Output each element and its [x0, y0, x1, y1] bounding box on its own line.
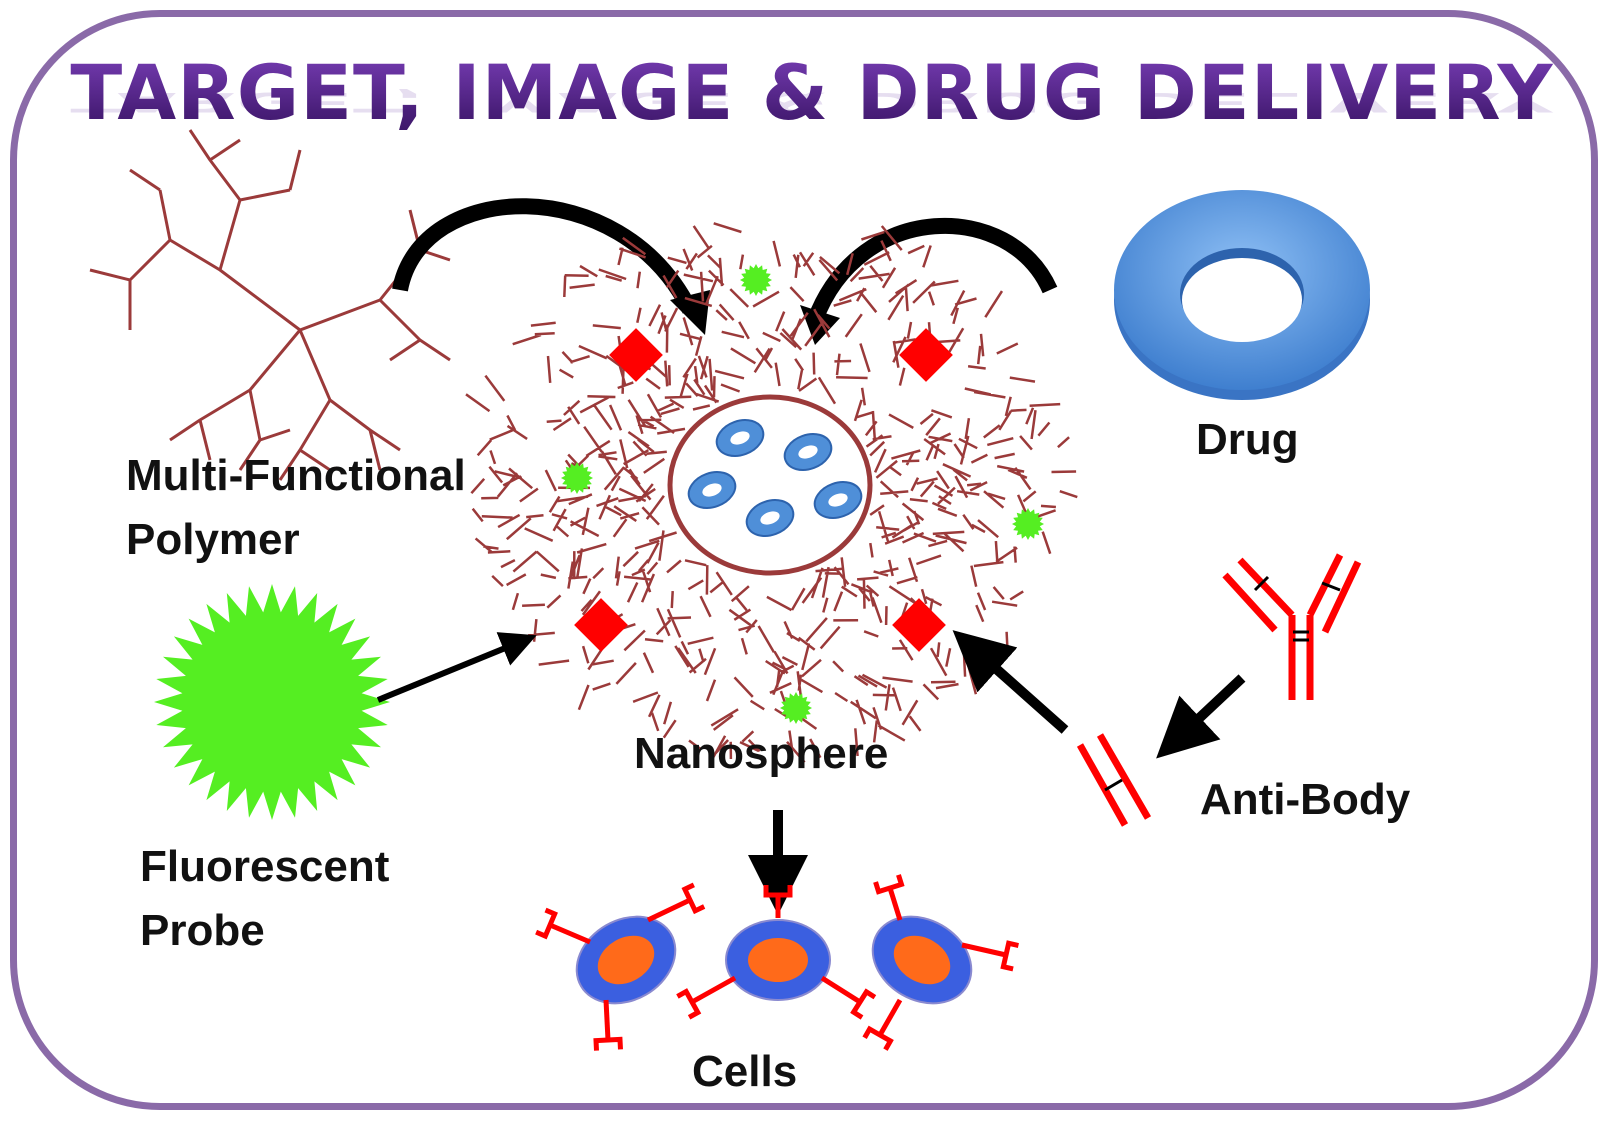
probe-label-line2: Probe [140, 906, 265, 955]
polymer-label-line1: Multi-Functional [126, 451, 466, 500]
cells-icon [535, 874, 1019, 1051]
fluorescent-probe-icon [154, 584, 390, 820]
nanosphere-label: Nanosphere [634, 729, 889, 778]
drug-ring-icon [1114, 190, 1370, 400]
page-title: TARGET, IMAGE & DRUG DELIVERY [0, 48, 1624, 137]
antibody-label: Anti-Body [1200, 775, 1411, 824]
polymer-label-line2: Polymer [126, 515, 300, 564]
attached-probe-icons [561, 264, 1044, 724]
cells-label: Cells [692, 1047, 798, 1096]
drug-label: Drug [1196, 415, 1299, 464]
drug-to-nanosphere-arrow [807, 217, 1058, 323]
drug-payload-icons [687, 419, 863, 537]
nanosphere-icon [465, 222, 1078, 764]
polymer-icon [89, 129, 451, 481]
probe-label-line1: Fluorescent [140, 842, 390, 891]
antibody-fragment-icon [1076, 733, 1152, 827]
antibody-to-fragment-arrow [1156, 674, 1246, 759]
polymer-to-nanosphere-arrow [392, 198, 698, 314]
fragment-to-nanosphere-arrow [952, 630, 1069, 734]
probe-to-nanosphere-arrow [376, 632, 537, 703]
antibody-icon [1222, 553, 1362, 700]
